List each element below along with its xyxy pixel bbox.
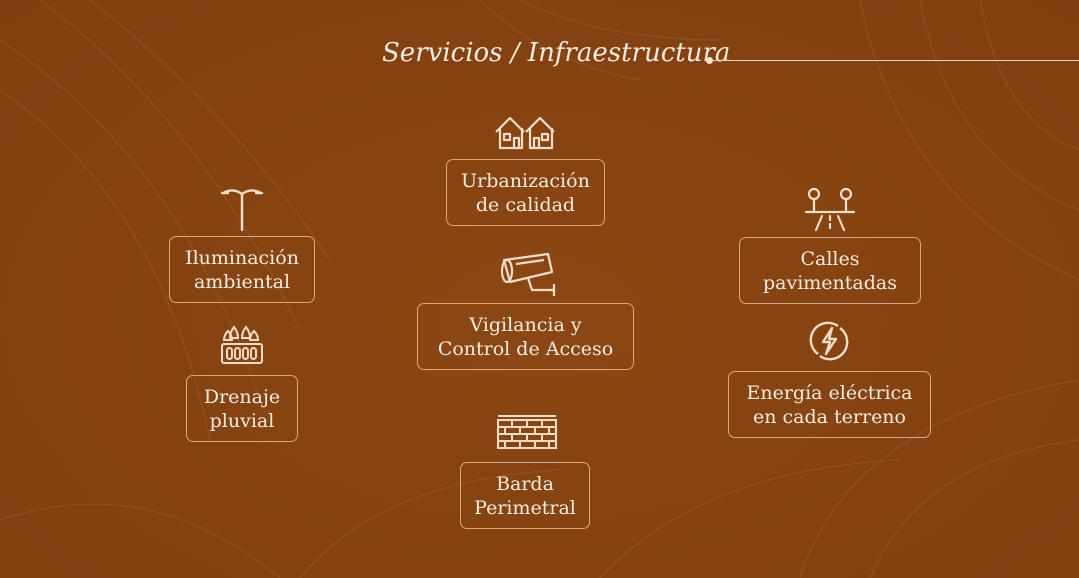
service-label-line1: Drenaje	[203, 385, 281, 408]
houses-icon	[494, 114, 558, 150]
service-label-line2: ambiental	[193, 270, 291, 293]
service-label-line2: Perimetral	[474, 496, 576, 519]
service-label-line2: pavimentadas	[762, 271, 897, 294]
electricity-icon	[808, 320, 850, 362]
service-label-line2: de calidad	[475, 193, 576, 216]
title-divider-line	[712, 60, 1079, 61]
service-label-line1: Urbanización	[461, 169, 590, 192]
drainage-icon	[220, 324, 264, 366]
title-dot	[706, 57, 713, 64]
street-lamp-icon	[220, 186, 264, 232]
paved-road-icon	[804, 186, 856, 232]
service-label-line2: Control de Acceso	[437, 337, 614, 360]
service-label-line1: Calles	[800, 247, 860, 270]
service-label-line2: pluvial	[209, 409, 275, 432]
service-label-line1: Iluminación	[185, 246, 299, 269]
service-label-line1: Energía eléctrica	[746, 381, 913, 404]
security-camera-icon	[498, 252, 558, 298]
brick-wall-icon	[496, 412, 558, 452]
service-label-line2: en cada terreno	[753, 405, 906, 428]
service-label-line1: Barda	[496, 472, 554, 495]
service-label-line1: Vigilancia y	[469, 313, 582, 336]
page-title: Servicios / Infraestructura	[382, 38, 731, 68]
